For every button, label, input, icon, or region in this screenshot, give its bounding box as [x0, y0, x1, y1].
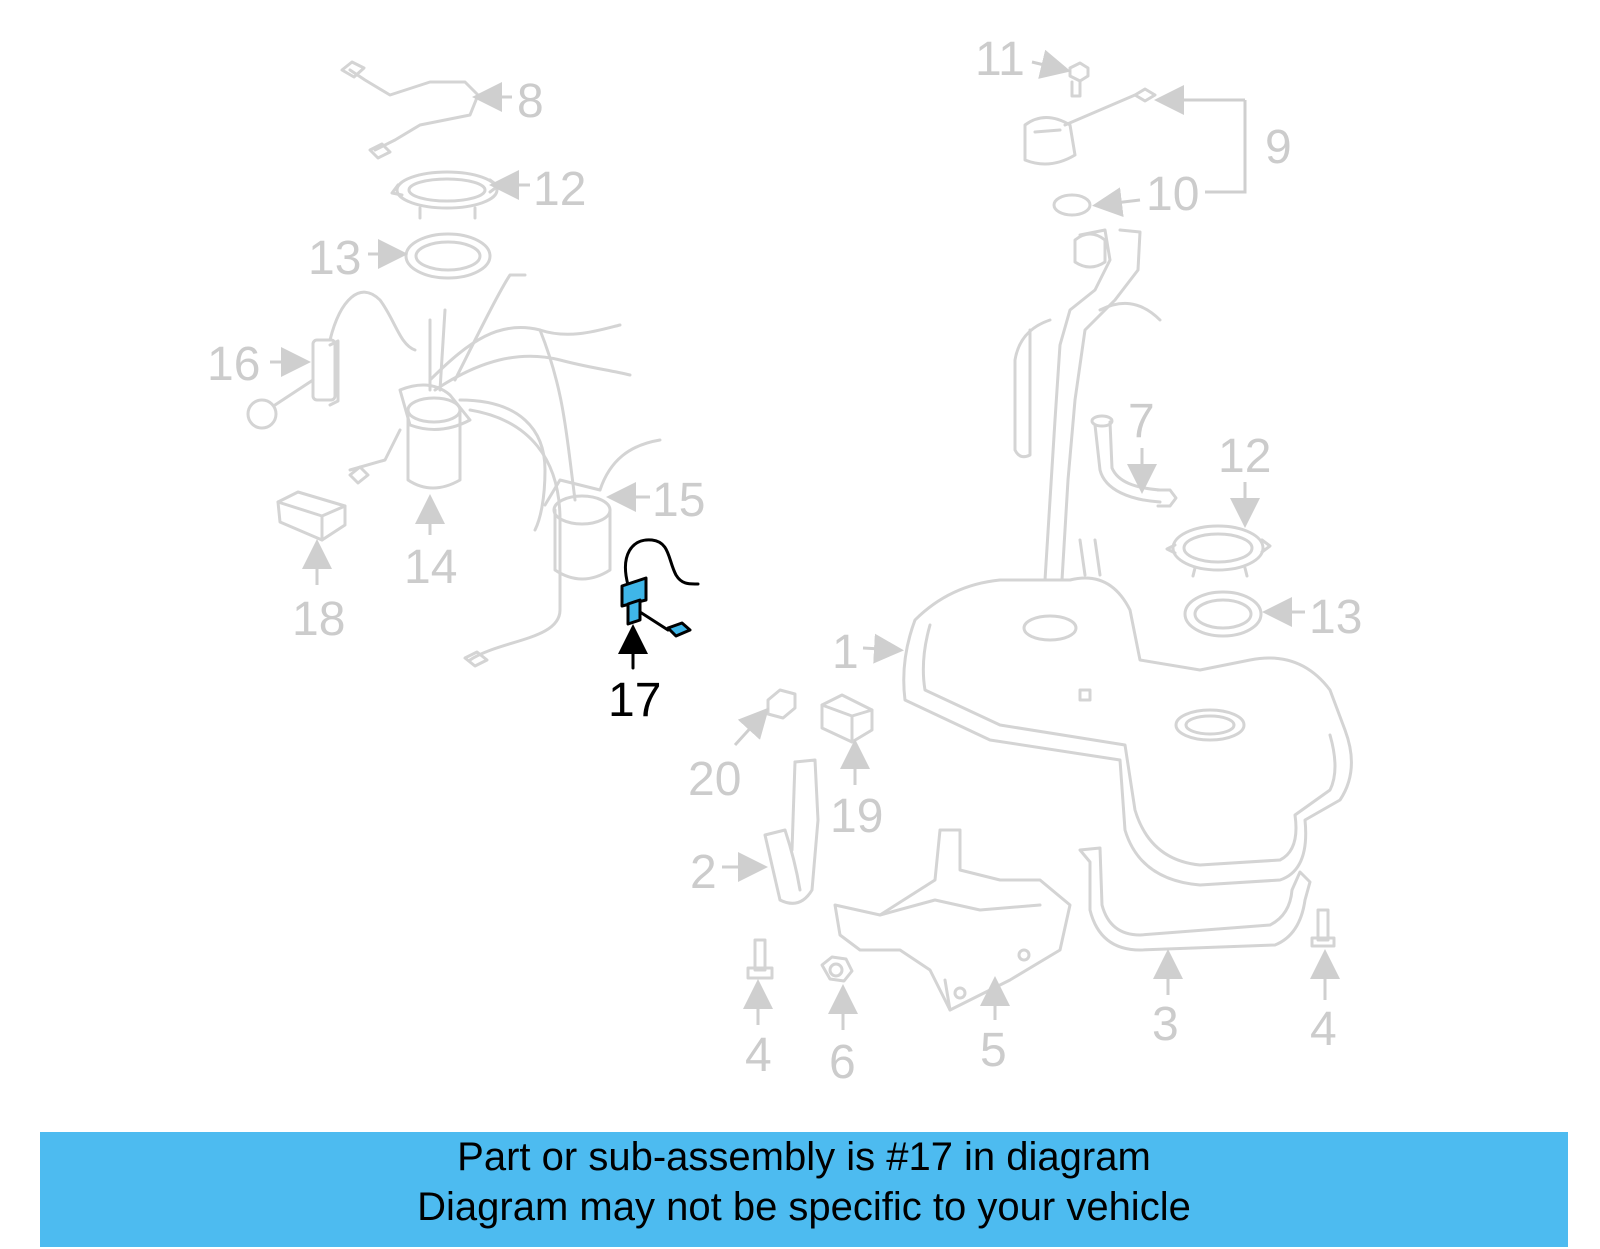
callout-3: 3 [1152, 998, 1179, 1051]
part-18-bracket [276, 490, 347, 542]
callout-15: 15 [652, 474, 705, 527]
callout-2: 2 [690, 846, 717, 899]
callout-16: 16 [207, 338, 260, 391]
part-5-heat-shield [833, 828, 1072, 1012]
part-12-lock-ring-left [390, 170, 500, 220]
part-14-fuel-lines [428, 273, 662, 668]
callout-9: 9 [1265, 121, 1292, 174]
part-16-level-sender [246, 290, 417, 430]
callout-8: 8 [517, 75, 544, 128]
filler-neck [1013, 228, 1162, 582]
part-6-nut [820, 955, 854, 983]
part-15-fuel-filter [543, 478, 612, 581]
callout-17: 17 [608, 674, 661, 727]
callout-4-right: 4 [1310, 1003, 1337, 1056]
callout-19: 19 [830, 790, 883, 843]
banner-line-1: Part or sub-assembly is #17 in diagram [457, 1135, 1151, 1179]
part-4-bolt-right [1310, 908, 1336, 948]
callout-20: 20 [688, 753, 741, 806]
part-4-bolt-left [746, 938, 774, 980]
callout-10: 10 [1146, 168, 1199, 221]
part-13-seal-left [404, 232, 492, 280]
callout-18: 18 [292, 593, 345, 646]
callout-12-right: 12 [1218, 430, 1271, 483]
part-10-gasket [1052, 193, 1092, 217]
callout-14: 14 [404, 541, 457, 594]
callout-labels: 8 12 13 16 14 15 18 17 11 9 10 7 12 13 1… [207, 33, 1362, 1089]
callout-13-left: 13 [308, 232, 361, 285]
callout-1: 1 [832, 626, 859, 679]
part-11-clip [1068, 61, 1090, 98]
parts-diagram: 8 12 13 16 14 15 18 17 11 9 10 7 12 13 1… [207, 33, 1362, 1089]
part-8-harness [340, 60, 480, 160]
leader-lines [270, 49, 1340, 1030]
part-17-highlighted [618, 538, 700, 670]
callout-11: 11 [975, 33, 1025, 86]
callout-5: 5 [980, 1024, 1007, 1077]
part-20-plug [766, 688, 797, 720]
part-14-fuel-pump [348, 308, 472, 490]
callout-6: 6 [829, 1036, 856, 1089]
callout-7: 7 [1128, 395, 1155, 448]
part-12-lock-ring-right [1165, 524, 1272, 578]
part-2-strap [763, 758, 820, 905]
part-1-fuel-tank [902, 538, 1353, 887]
part-3-tank-strap [1078, 846, 1312, 952]
callout-13-right: 13 [1309, 591, 1362, 644]
banner-line-2: Diagram may not be specific to your vehi… [417, 1185, 1191, 1229]
part-19-insulator [820, 693, 874, 744]
part-9-fuel-cap [1023, 87, 1157, 166]
callout-4-left: 4 [745, 1029, 772, 1082]
part-13-seal-right [1183, 590, 1263, 638]
info-banner: Part or sub-assembly is #17 in diagram D… [40, 1132, 1568, 1247]
callout-12-left: 12 [533, 163, 586, 216]
